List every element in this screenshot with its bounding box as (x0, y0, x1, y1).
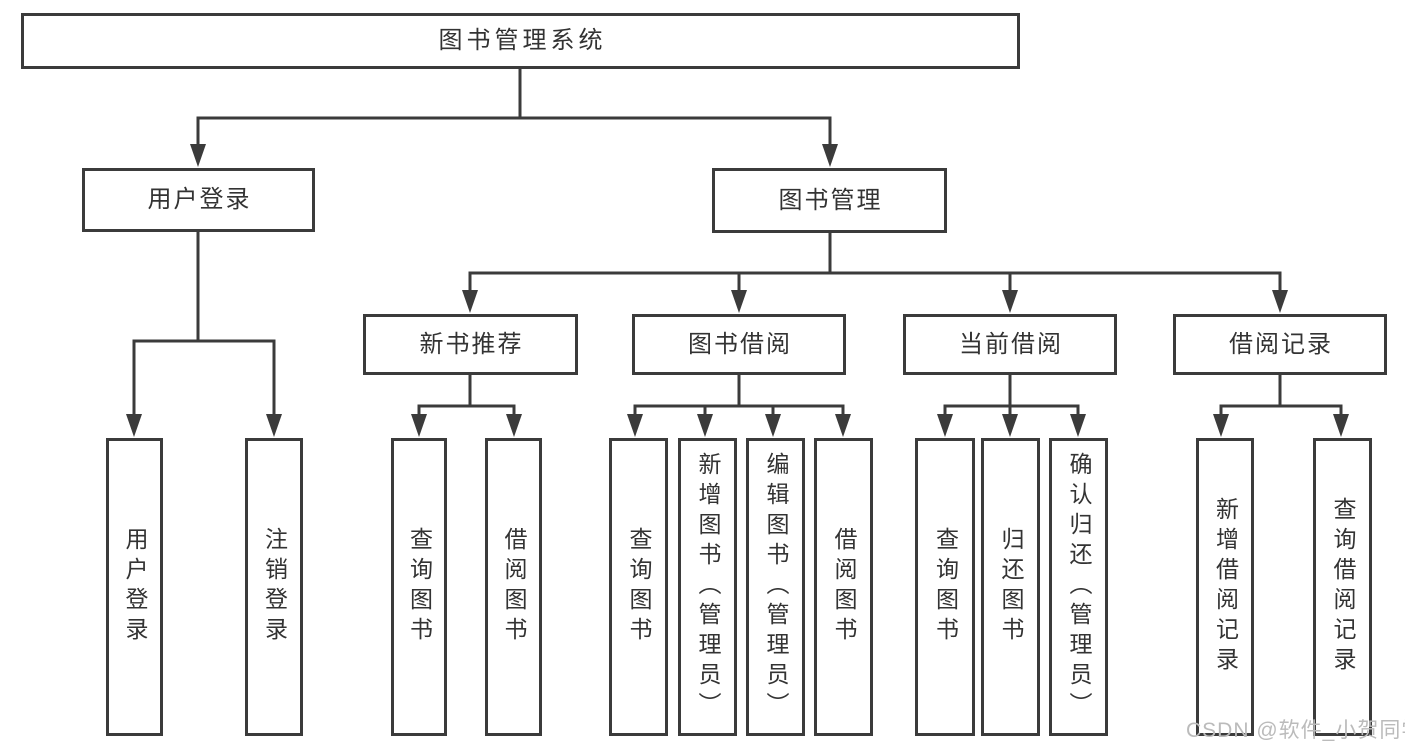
arrowhead (1333, 414, 1349, 437)
node-book-borrow: 图书借阅 (632, 314, 846, 375)
arrowhead (765, 414, 781, 437)
arrowhead (1272, 290, 1288, 313)
node-leaf-return-book: 归还图书 (981, 438, 1040, 736)
node-leaf-query-borrow-record: 查询借阅记录 (1313, 438, 1372, 736)
arrowhead (835, 414, 851, 437)
node-leaf-edit-book-admin: 编辑图书（管理员） (746, 438, 805, 736)
node-leaf-query-book-3: 查询图书 (915, 438, 975, 736)
node-new-book-recommend-label: 新书推荐 (419, 330, 524, 358)
node-book-management: 图书管理 (712, 168, 947, 233)
node-user-login: 用户登录 (82, 168, 315, 232)
node-user-login-label: 用户登录 (147, 186, 252, 213)
node-leaf-query-book-2: 查询图书 (609, 438, 668, 736)
arrowhead (126, 414, 142, 437)
edges-book-borrow (627, 373, 851, 437)
arrowhead (1070, 414, 1086, 437)
arrowhead (190, 144, 206, 167)
leaf-label: 借阅图书 (831, 527, 857, 647)
node-leaf-borrow-book-1: 借阅图书 (485, 438, 542, 736)
leaf-label: 编辑图书（管理员） (763, 452, 789, 722)
leaf-label: 查询图书 (932, 527, 959, 647)
node-leaf-user-login: 用户登录 (106, 438, 163, 736)
node-new-book-recommend: 新书推荐 (363, 314, 578, 375)
leaf-label: 新增图书（管理员） (695, 452, 721, 722)
arrowhead (731, 290, 747, 313)
leaf-label: 归还图书 (998, 527, 1024, 647)
node-book-borrow-label: 图书借阅 (688, 330, 792, 358)
leaf-label: 查询借阅记录 (1330, 497, 1356, 677)
edges-current-borrow (937, 373, 1086, 437)
node-current-borrow-label: 当前借阅 (959, 330, 1063, 358)
edges-root (190, 67, 838, 167)
leaf-label: 确认归还（管理员） (1066, 452, 1092, 722)
edges-book-management (462, 231, 1288, 313)
node-leaf-query-book-1: 查询图书 (391, 438, 447, 736)
node-borrow-records-label: 借阅记录 (1229, 330, 1333, 358)
node-leaf-add-borrow-record: 新增借阅记录 (1196, 438, 1254, 736)
leaf-label: 新增借阅记录 (1212, 497, 1239, 677)
edges-new-book-recommend (411, 373, 522, 437)
arrowhead (627, 414, 643, 437)
arrowhead (1213, 414, 1229, 437)
edges-user-login (126, 230, 282, 437)
node-leaf-logout: 注销登录 (245, 438, 303, 736)
arrowhead (1002, 290, 1018, 313)
arrowhead (462, 290, 478, 313)
node-leaf-confirm-return-admin: 确认归还（管理员） (1049, 438, 1108, 736)
edges-borrow-records (1213, 373, 1349, 437)
arrowhead (506, 414, 522, 437)
node-root: 图书管理系统 (21, 13, 1020, 69)
leaf-label: 借阅图书 (501, 527, 527, 647)
node-leaf-borrow-book-2: 借阅图书 (814, 438, 873, 736)
leaf-label: 注销登录 (261, 527, 288, 647)
arrowhead (411, 414, 427, 437)
arrowhead (697, 414, 713, 437)
node-leaf-add-book-admin: 新增图书（管理员） (678, 438, 737, 736)
leaf-label: 用户登录 (122, 527, 148, 647)
watermark: CSDN @软件_小贺同学 (1186, 719, 1405, 742)
arrowhead (822, 144, 838, 167)
leaf-label: 查询图书 (406, 527, 433, 647)
node-root-label: 图书管理系统 (438, 27, 607, 54)
node-current-borrow: 当前借阅 (903, 314, 1117, 375)
arrowhead (937, 414, 953, 437)
arrowhead (266, 414, 282, 437)
arrowhead (1002, 414, 1018, 437)
leaf-label: 查询图书 (626, 527, 652, 647)
node-borrow-records: 借阅记录 (1173, 314, 1387, 375)
node-book-management-label: 图书管理 (778, 186, 883, 214)
